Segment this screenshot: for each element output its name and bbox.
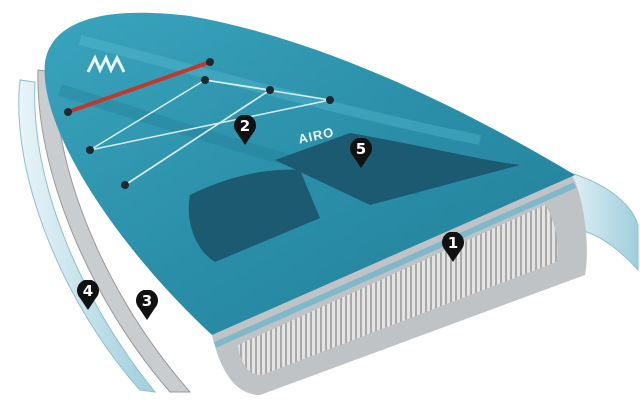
marker-label: 4 [82,282,94,300]
map-pin-icon [234,115,256,145]
map-pin-icon [77,280,99,310]
outer-layer-4 [18,79,157,393]
marker-3: 3 [135,290,159,320]
map-pin-icon [442,232,464,262]
marker-4: 4 [76,280,100,310]
map-pin-icon [350,138,372,168]
marker-label: 2 [239,117,251,135]
marker-label: 1 [447,234,459,252]
deck-pad-rear [188,169,320,262]
deck-pad-front [275,133,520,205]
brand-logo [86,54,126,74]
marker-5: 5 [349,138,373,168]
drop-stitch-core [238,205,558,376]
marker-label: 3 [141,292,153,310]
marker-label: 5 [355,140,367,158]
d-rings [64,58,334,189]
map-pin-icon [136,290,158,320]
marker-2: 2 [233,115,257,145]
carry-handle [67,60,211,114]
marker-1: 1 [441,232,465,262]
